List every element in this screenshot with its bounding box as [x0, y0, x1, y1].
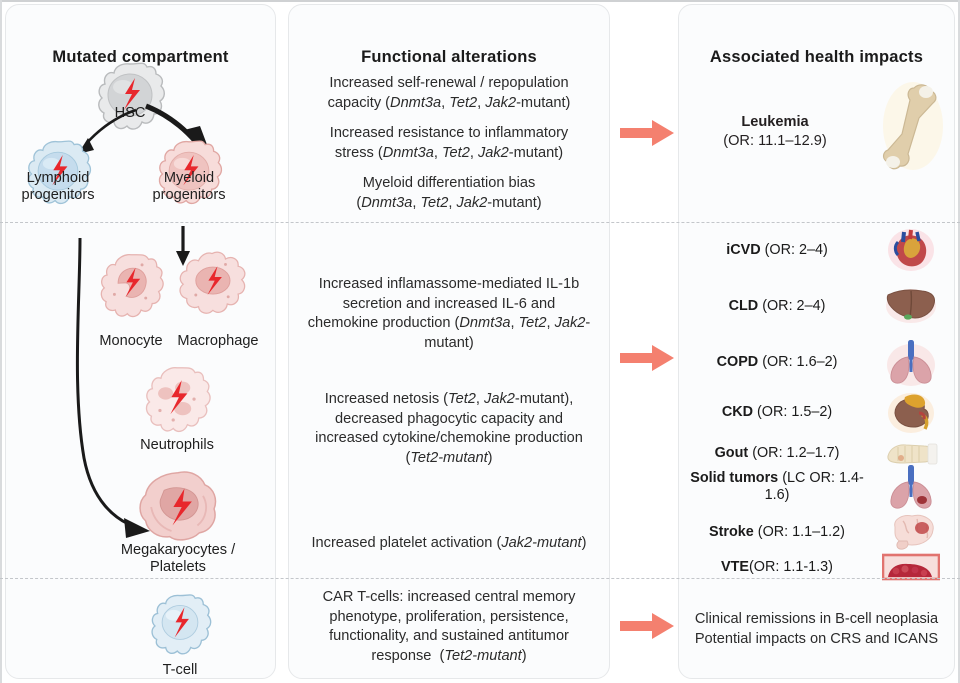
cell-label-megakaryocytes-1: Megakaryocytes / — [120, 542, 236, 558]
connector-arrow-leukemia — [620, 120, 674, 146]
impact-label-copd: COPD (OR: 1.6–2) — [716, 353, 838, 370]
panel-functional-alterations — [288, 4, 610, 679]
cell-label-lymphoid-1: Lymphoid — [26, 170, 90, 186]
bone-icon — [882, 82, 943, 170]
arrow-lymphoid-to-tcell — [75, 238, 150, 538]
frame-top-edge — [0, 0, 960, 2]
heart-icon — [874, 228, 948, 272]
mutation-bolt-icon — [207, 266, 222, 295]
impact-row-cld: CLD (OR: 2–4) — [678, 288, 955, 324]
impact-label-icvd: iCVD (OR: 2–4) — [726, 241, 828, 258]
impact-label-stroke: Stroke (OR: 1.1–1.2) — [709, 523, 845, 540]
car-t-outcome: Clinical remissions in B-cell neoplasia … — [680, 610, 953, 649]
impact-label-gout: Gout (OR: 1.2–1.7) — [714, 444, 840, 461]
impact-row-ckd: CKD (OR: 1.5–2) — [678, 391, 955, 433]
liver-icon — [874, 286, 948, 326]
cell-macrophage — [179, 251, 246, 314]
impact-label-solid-tumors: Solid tumors (LC OR: 1.4-1.6) — [690, 470, 864, 503]
impact-leukemia-or: (OR: 11.1–12.9) — [723, 133, 827, 149]
car-t-outcome-line1: Clinical remissions in B-cell neoplasia — [694, 611, 939, 627]
cell-label-myeloid-1: Myeloid — [163, 170, 215, 186]
block-myeloid-bias: Myeloid differentiation bias (Dnmt3a, Te… — [356, 175, 542, 211]
lung-tumor-icon — [874, 462, 948, 512]
cell-hsc — [98, 62, 165, 130]
impact-label-vte: VTE(OR: 1.1-1.3) — [721, 558, 833, 575]
block-inflammasome-il1b: Increased inflamassome-mediated IL-1b se… — [307, 276, 591, 351]
frame-left-edge — [0, 0, 2, 683]
block-platelet-activation: Increased platelet activation (Jak2-muta… — [311, 535, 587, 551]
cell-label-megakaryocytes-2: Platelets — [150, 559, 206, 575]
impact-row-gout: Gout (OR: 1.2–1.7) — [678, 436, 955, 470]
column-title-mutated-compartment: Mutated compartment — [52, 48, 229, 66]
column-title-functional-alterations: Functional alterations — [361, 48, 537, 66]
frame-right-edge — [958, 0, 960, 683]
cell-label-neutrophils: Neutrophils — [140, 437, 214, 453]
block-inflammatory-resistance: Increased resistance to inflammatory str… — [329, 125, 569, 161]
cell-megakaryocyte — [139, 471, 217, 541]
cell-label-tcell: T-cell — [162, 662, 198, 678]
mutation-bolt-icon — [52, 155, 68, 186]
connector-arrow-health-impacts — [620, 345, 674, 371]
mutation-bolt-icon — [172, 488, 192, 526]
column-title-associated-health-impacts: Associated health impacts — [709, 48, 924, 66]
brain-icon — [874, 511, 948, 553]
cell-label-monocyte: Monocyte — [99, 333, 163, 349]
lungs-icon — [874, 337, 948, 387]
cell-tcell — [151, 594, 212, 655]
arrow-myeloid-down — [176, 226, 190, 266]
car-t-outcome-line2: Potential impacts on CRS and ICANS — [694, 630, 939, 647]
row-divider-1 — [0, 222, 960, 223]
cell-label-macrophage: Macrophage — [177, 333, 259, 349]
mutation-bolt-icon — [183, 155, 199, 186]
cell-myeloid-progenitor — [158, 140, 223, 205]
cell-label-myeloid-2: progenitors — [152, 187, 226, 203]
impact-row-solid-tumors: Solid tumors (LC OR: 1.4-1.6) — [678, 462, 955, 512]
connector-arrow-car-t-outcome — [620, 613, 674, 639]
impact-label-cld: CLD (OR: 2–4) — [728, 297, 826, 314]
mutation-bolt-icon — [170, 380, 188, 415]
impact-leukemia-name: Leukemia — [741, 114, 809, 130]
impact-label-ckd: CKD (OR: 1.5–2) — [721, 403, 833, 420]
mutation-bolt-icon — [125, 267, 141, 298]
impact-row-icvd: iCVD (OR: 2–4) — [678, 229, 955, 271]
kidney-icon — [874, 389, 948, 435]
row-divider-2 — [0, 578, 960, 579]
thrombus-icon — [874, 551, 948, 583]
hand-icon — [874, 436, 948, 470]
block-car-t-cells: CAR T-cells: increased central memory ph… — [322, 589, 576, 664]
cell-monocyte — [100, 254, 164, 318]
mutation-bolt-icon — [124, 78, 140, 110]
cell-neutrophils — [145, 367, 211, 433]
cell-lymphoid-progenitor — [27, 140, 92, 205]
impact-leukemia: Leukemia (OR: 11.1–12.9) — [700, 113, 850, 151]
impact-row-vte: VTE(OR: 1.1-1.3) — [678, 548, 955, 586]
block-self-renewal: Increased self-renewal / repopulation ca… — [327, 75, 571, 111]
impact-row-stroke: Stroke (OR: 1.1–1.2) — [678, 512, 955, 552]
cell-label-lymphoid-2: progenitors — [21, 187, 95, 203]
impact-row-copd: COPD (OR: 1.6–2) — [678, 337, 955, 387]
block-netosis-phagocytosis: Increased netosis (Tet2, Jak2-mutant), d… — [315, 391, 583, 466]
